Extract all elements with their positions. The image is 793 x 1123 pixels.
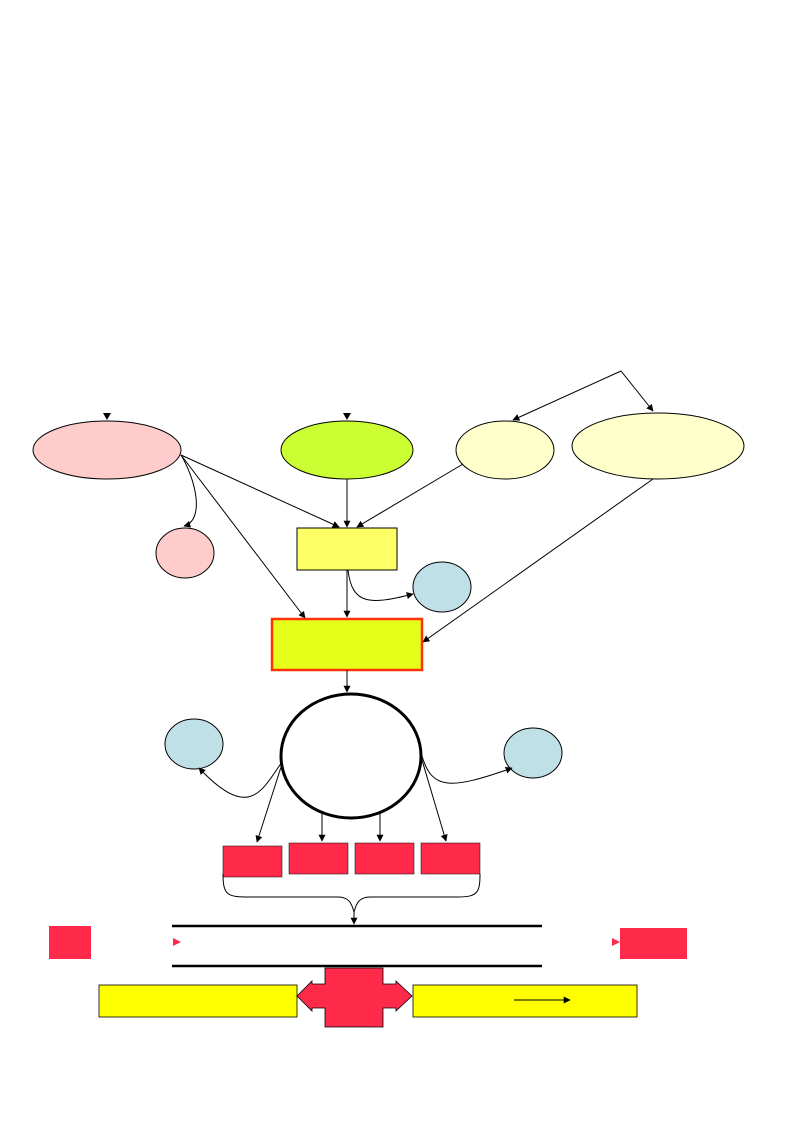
red-box-1 (222, 845, 283, 878)
arrow-right-small-to-box-middle (356, 463, 464, 528)
bubble-blue-2 (164, 718, 224, 770)
bubble-blue-1 (412, 561, 472, 613)
ellipse-center (280, 420, 414, 480)
arrow-circle-to-bubble-blue-2 (198, 761, 283, 798)
box-middle (296, 527, 398, 571)
red-box-2 (288, 842, 349, 875)
arrowhead-center-top (343, 413, 351, 420)
red-small-left (49, 926, 91, 959)
arrow-circle-to-bubble-blue-3 (421, 755, 513, 784)
bubble-pink (155, 527, 215, 579)
red-arrowhead-right (612, 938, 620, 946)
arrowhead-left-top (103, 413, 111, 420)
red-box-3 (354, 842, 415, 875)
curly-brace (222, 873, 481, 914)
arrow-left-to-box-middle (180, 454, 340, 528)
arrow-circle-to-red-box-1 (255, 763, 283, 843)
arrow-left-to-box-central (180, 454, 306, 619)
ellipse-right-large (571, 412, 745, 480)
bubble-blue-3 (503, 727, 563, 779)
circle-main (279, 692, 423, 820)
branch-arrow-right (620, 370, 654, 412)
arrow-circle-to-red-box-4 (421, 759, 448, 842)
branch-arrow-left (512, 370, 622, 421)
arrow-right-large-to-box-central (422, 478, 654, 643)
arrow-left-to-bubble (180, 454, 197, 528)
arrow-box-middle-to-bubble-blue-1 (347, 569, 414, 601)
ellipse-right-small (455, 420, 555, 480)
red-arrowhead-left (173, 938, 181, 946)
yellow-bar-left (98, 984, 298, 1018)
red-box-4 (420, 842, 481, 875)
ellipse-left (32, 420, 182, 480)
red-small-right (620, 928, 687, 959)
red-cross-center (296, 967, 413, 1028)
yellow-bar-right (412, 984, 638, 1018)
box-central (270, 617, 424, 672)
